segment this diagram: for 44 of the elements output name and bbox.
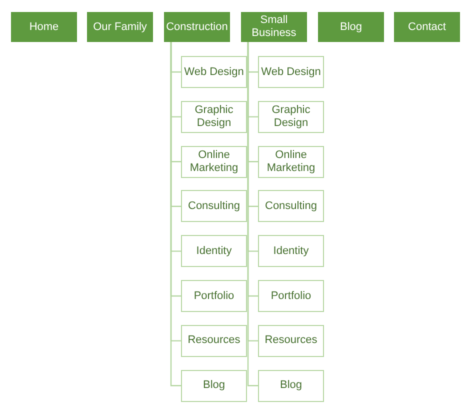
submenu-box (181, 56, 247, 88)
menu-label: Web Design (184, 66, 244, 78)
menu-label: Graphic Design (194, 104, 234, 130)
menu-label: Consulting (188, 200, 240, 213)
menu-label: Construction (166, 20, 228, 34)
submenu-box (181, 235, 247, 268)
submenu-box (181, 100, 247, 133)
menu-label: Resources (188, 334, 240, 348)
submenu-box (258, 146, 324, 178)
submenu-box (258, 100, 324, 133)
submenu-box (181, 370, 247, 402)
submenu-box (181, 146, 247, 178)
menu-label: Consulting (265, 200, 317, 213)
menu-label: Online Marketing (188, 148, 240, 175)
menu-label: Web Design (261, 66, 321, 78)
menu-label: Home (29, 20, 59, 34)
menu-label: Small Business (250, 14, 298, 40)
submenu-box (258, 324, 324, 357)
menu-box (164, 12, 230, 42)
menu-label: Our Family (93, 20, 147, 34)
menu-label: Contact (408, 20, 446, 34)
menu-label: Blog (202, 379, 226, 392)
menu-label: Resources (264, 334, 318, 348)
menu-label: Graphic Design (270, 104, 312, 130)
menu-label: Portfolio (270, 290, 312, 302)
menu-box (318, 12, 384, 42)
menu-label: Portfolio (194, 290, 234, 302)
menu-box (241, 12, 307, 42)
menu-box (394, 12, 460, 42)
menu-label: Blog (280, 379, 302, 392)
submenu-box (258, 235, 324, 268)
submenu-box (181, 324, 247, 357)
submenu-box (181, 280, 247, 312)
menu-label: Identity (273, 244, 309, 258)
menu-label: Identity (196, 244, 232, 258)
menu-label: Blog (340, 20, 362, 34)
submenu-box (258, 280, 324, 312)
menu-label: Online Marketing (266, 148, 316, 175)
menu-box (11, 12, 77, 42)
menu-box (87, 12, 153, 42)
submenu-box (258, 56, 324, 88)
submenu-box (258, 370, 324, 402)
submenu-box (181, 190, 247, 222)
submenu-box (258, 190, 324, 222)
